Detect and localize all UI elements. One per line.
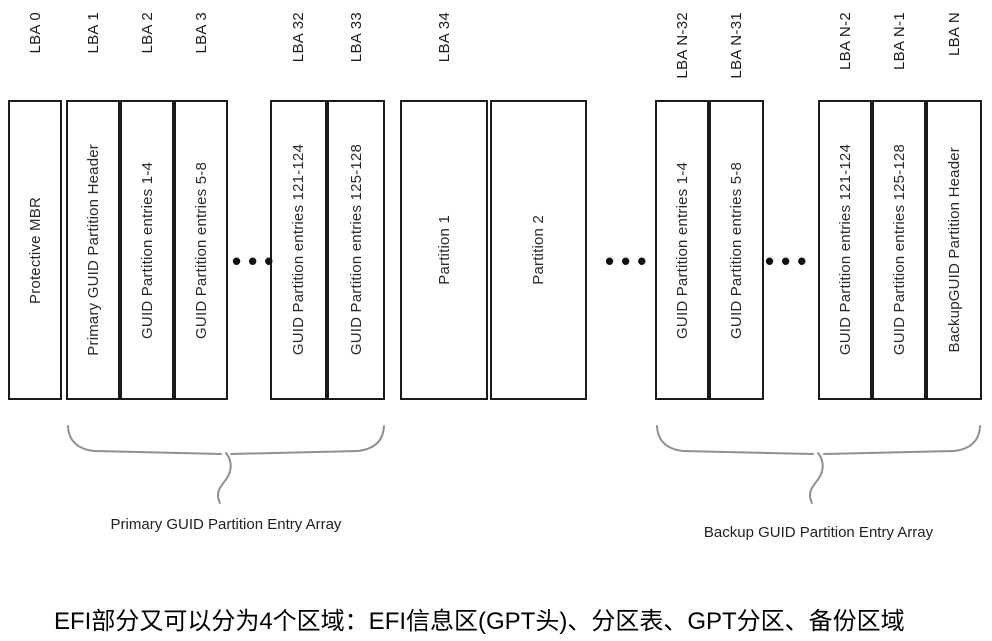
lba-label-text: LBA 3	[192, 12, 210, 54]
lba-label-text: LBA N-31	[728, 12, 745, 79]
lba-label-n1: LBA N-1	[872, 12, 926, 94]
box-backup-entries-125-128: GUID Partition entries 125-128	[872, 100, 926, 400]
box-label: Partition 1	[435, 215, 453, 285]
box-label: GUID Partition entries 125-128	[890, 144, 908, 356]
box-label: GUID Partition entries 1-4	[673, 161, 691, 339]
box-entries-5-8: GUID Partition entries 5-8	[174, 100, 228, 400]
box-backup-gpt-header: BackupGUID Partition Header	[926, 100, 982, 400]
lba-label-text: LBA 0	[26, 12, 44, 54]
lba-label-text: LBA 32	[290, 12, 307, 63]
box-label: Partition 2	[530, 215, 547, 285]
box-label: GUID Partition entries 1-4	[138, 161, 156, 339]
box-label: GUID Partition entries 5-8	[728, 161, 745, 339]
lba-label-1: LBA 1	[66, 12, 120, 94]
box-partition-2: Partition 2	[490, 100, 587, 400]
box-label: GUID Partition entries 121-124	[836, 144, 854, 356]
backup-entry-array-label: Backup GUID Partition Entry Array	[703, 524, 934, 541]
box-entries-1-4: GUID Partition entries 1-4	[120, 100, 174, 400]
lba-label-0: LBA 0	[8, 12, 62, 94]
lba-label-n: LBA N	[926, 12, 982, 94]
lba-label-33: LBA 33	[327, 12, 385, 94]
lba-label-text: LBA N-2	[836, 12, 854, 70]
box-label: Protective MBR	[26, 196, 44, 304]
lba-label-text: LBA 33	[347, 12, 365, 63]
ellipsis-dots-right: •••	[765, 246, 814, 276]
box-label: Primary GUID Partition Header	[84, 144, 102, 356]
lba-label-34: LBA 34	[400, 12, 488, 94]
primary-brace-icon	[66, 424, 386, 519]
box-primary-gpt-header: Primary GUID Partition Header	[66, 100, 120, 400]
lba-label-text: LBA N	[945, 12, 963, 57]
lba-label-2: LBA 2	[120, 12, 174, 94]
caption-text: EFI部分又可以分为4个区域：EFI信息区(GPT头)、分区表、GPT分区、备份…	[54, 608, 905, 635]
lba-label-text: LBA 1	[84, 12, 102, 54]
box-label: BackupGUID Partition Header	[945, 147, 963, 353]
lba-label-text: LBA N-32	[673, 12, 691, 79]
lba-label-text: LBA 34	[435, 12, 453, 63]
box-entries-125-128: GUID Partition entries 125-128	[327, 100, 385, 400]
lba-label-text: LBA 2	[138, 12, 156, 54]
box-partition-1: Partition 1	[400, 100, 488, 400]
ellipsis-dots-left: •••	[232, 246, 281, 276]
box-backup-entries-121-124: GUID Partition entries 121-124	[818, 100, 872, 400]
ellipsis-dots-middle: •••	[605, 246, 654, 276]
lba-label-n2: LBA N-2	[818, 12, 872, 94]
box-backup-entries-1-4: GUID Partition entries 1-4	[655, 100, 709, 400]
box-backup-entries-5-8: GUID Partition entries 5-8	[709, 100, 764, 400]
box-label: GUID Partition entries 5-8	[192, 161, 210, 339]
lba-label-n31: LBA N-31	[709, 12, 764, 94]
backup-brace-icon	[655, 424, 982, 519]
box-entries-121-124: GUID Partition entries 121-124	[270, 100, 327, 400]
lba-label-32: LBA 32	[270, 12, 327, 94]
lba-label-n32: LBA N-32	[655, 12, 709, 94]
box-label: GUID Partition entries 121-124	[290, 144, 307, 356]
primary-entry-array-label: Primary GUID Partition Entry Array	[110, 516, 342, 533]
lba-label-text: LBA N-1	[890, 12, 908, 70]
box-protective-mbr: Protective MBR	[8, 100, 62, 400]
box-label: GUID Partition entries 125-128	[347, 144, 365, 356]
lba-label-3: LBA 3	[174, 12, 228, 94]
